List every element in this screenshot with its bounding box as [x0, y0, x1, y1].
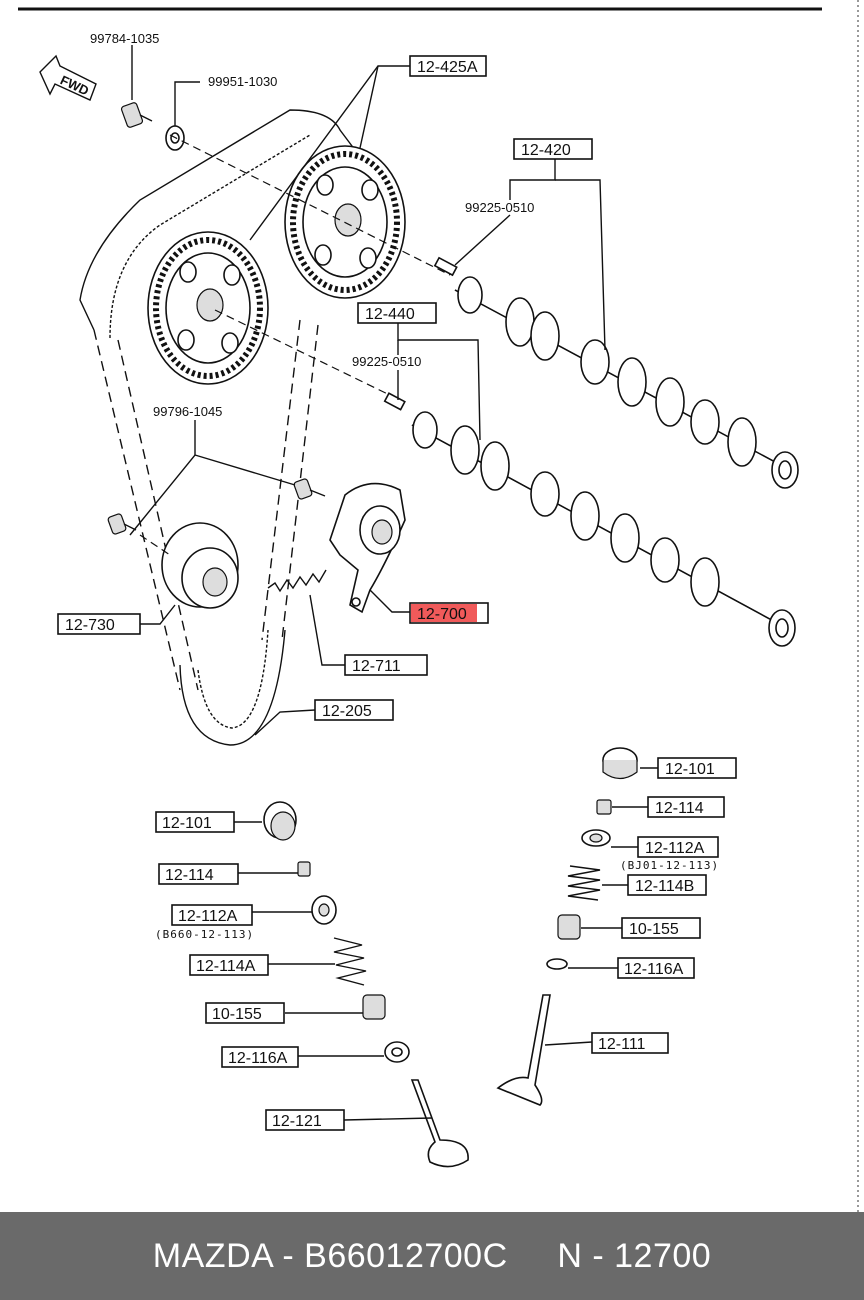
label-tensioner[interactable]: 12-700 [409, 602, 489, 624]
svg-text:(B660-12-113): (B660-12-113) [155, 928, 254, 941]
timing-belt-part [79, 109, 356, 746]
footer-part-number: MAZDA - B66012700C N - 12700 [152, 1236, 712, 1275]
label-left-keeper: 12-114 [158, 863, 239, 885]
tensioner-highlight [411, 604, 477, 622]
parts-diagram: FWD [18, 0, 859, 1212]
svg-text:12-121: 12-121 [272, 1113, 322, 1130]
svg-text:12-440: 12-440 [365, 306, 415, 323]
leader-700 [369, 589, 410, 613]
tensioner-spring-part [267, 569, 345, 666]
cam-pulley-rear [147, 231, 269, 385]
intake-camshaft-part [383, 392, 796, 647]
fwd-arrow-icon: FWD [39, 54, 97, 101]
svg-text:12-425A: 12-425A [417, 59, 478, 76]
label-cam-pulley: 12-425A [409, 55, 487, 77]
cam-washer-part [165, 81, 200, 151]
label-right-seat: 12-116A [617, 957, 695, 979]
left-valve-part [343, 1079, 469, 1168]
label-left-seat: 12-116A [221, 1046, 299, 1068]
leader-730 [140, 604, 176, 625]
svg-text:12-420: 12-420 [521, 142, 571, 159]
right-seat-part [546, 958, 618, 970]
label-left-spring: 12-114A [189, 954, 269, 976]
svg-text:99951-1030: 99951-1030 [208, 74, 277, 89]
label-pin-exhaust: 99225-0510 [465, 200, 534, 215]
svg-text:12-711: 12-711 [352, 658, 401, 675]
label-left-retainer: 12-112A (B660-12-113) [155, 904, 254, 941]
svg-text:12-114A: 12-114A [196, 958, 256, 975]
cam-axis-dash-2 [214, 309, 401, 401]
svg-text:12-112A: 12-112A [178, 908, 238, 925]
label-right-spring: 12-114B [627, 874, 707, 896]
svg-text:10-155: 10-155 [212, 1006, 262, 1023]
left-seal-part [285, 994, 386, 1020]
label-tensioner-spring: 12-711 [344, 654, 428, 676]
fwd-label: FWD [58, 72, 91, 98]
svg-text:99784-1035: 99784-1035 [90, 31, 159, 46]
svg-text:12-101: 12-101 [665, 761, 715, 778]
svg-text:99225-0510: 99225-0510 [465, 200, 534, 215]
idler-pulley-part [161, 522, 239, 609]
exhaust-camshaft-part [433, 256, 799, 489]
left-lifter-part [234, 801, 297, 841]
label-right-keeper: 12-114 [647, 796, 725, 818]
label-bolt-idler: 99796-1045 [153, 404, 222, 419]
label-bolt-cam-pulley: 99784-1035 [90, 31, 159, 46]
cam-bolt-part [120, 45, 153, 128]
svg-text:12-116A: 12-116A [624, 961, 684, 978]
svg-text:12-114: 12-114 [165, 867, 214, 884]
tensioner-part [329, 482, 406, 614]
label-left-lifter: 12-101 [155, 811, 235, 833]
svg-text:10-155: 10-155 [629, 921, 679, 938]
footer-bar: MAZDA - B66012700C N - 12700 [0, 1212, 864, 1300]
right-lifter-part [602, 747, 658, 780]
svg-text:99796-1045: 99796-1045 [153, 404, 222, 419]
label-left-seal: 10-155 [205, 1002, 285, 1024]
leader-420 [509, 158, 556, 200]
label-right-valve: 12-111 [591, 1032, 669, 1054]
left-retainer-part [252, 895, 337, 925]
label-idler-pulley: 12-730 [57, 613, 141, 635]
label-left-valve: 12-121 [265, 1109, 345, 1131]
right-keeper-part [596, 799, 648, 815]
cam-axis-dash [169, 134, 451, 276]
svg-text:12-114: 12-114 [655, 800, 704, 817]
svg-text:12-112A: 12-112A [645, 840, 705, 857]
svg-text:12-111: 12-111 [598, 1036, 646, 1053]
svg-text:12-730: 12-730 [65, 617, 115, 634]
label-right-retainer: 12-112A (BJ01-12-113) [620, 836, 719, 872]
left-spring-part [268, 937, 367, 986]
label-pin-intake: 99225-0510 [352, 354, 421, 369]
svg-text:12-101: 12-101 [162, 815, 212, 832]
leader-440 [397, 322, 481, 441]
right-seal-part [557, 914, 622, 940]
label-exhaust-camshaft: 12-420 [513, 138, 593, 160]
left-keeper-part [238, 861, 311, 877]
label-washer-cam-pulley: 99951-1030 [208, 74, 277, 89]
left-seat-part [298, 1041, 410, 1063]
svg-text:12-205: 12-205 [322, 703, 372, 720]
leader-205 [254, 709, 316, 736]
leader-pin1 [454, 214, 511, 266]
leader-425a-2 [359, 65, 379, 149]
label-right-lifter: 12-101 [657, 757, 737, 779]
right-valve-part [496, 994, 593, 1106]
right-retainer-part [581, 829, 638, 848]
right-spring-part [567, 865, 628, 901]
label-timing-belt: 12-205 [314, 699, 394, 721]
idler-bolt-part [107, 420, 326, 556]
label-intake-camshaft: 12-440 [357, 302, 437, 324]
svg-text:12-114B: 12-114B [635, 878, 694, 895]
svg-text:99225-0510: 99225-0510 [352, 354, 421, 369]
label-right-seal: 10-155 [621, 917, 701, 939]
svg-text:12-116A: 12-116A [228, 1050, 288, 1067]
svg-text:(BJ01-12-113): (BJ01-12-113) [620, 859, 719, 872]
svg-text:12-700: 12-700 [417, 606, 467, 623]
leader-420-b [555, 179, 606, 351]
